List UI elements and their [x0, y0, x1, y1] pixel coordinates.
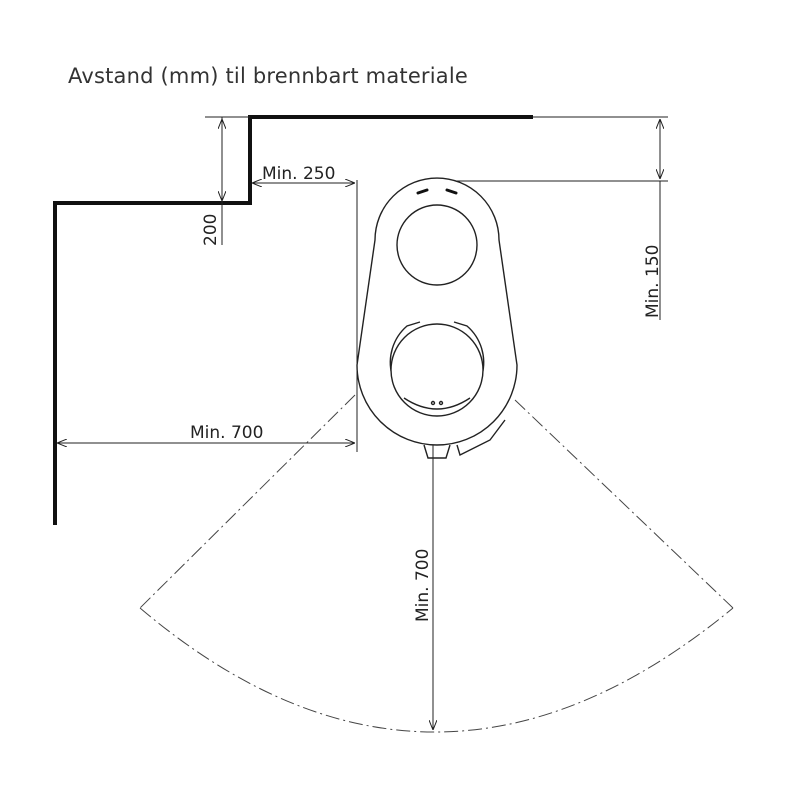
dimension-min-250-label: Min. 250: [262, 164, 335, 184]
radiation-sector: [139, 394, 734, 733]
dimension-min-250: [252, 180, 358, 452]
combustible-wall: [53, 115, 533, 525]
dimension-min-700-side-label: Min. 700: [190, 423, 263, 443]
dimension-200-label: 200: [201, 214, 221, 246]
diagram-title: Avstand (mm) til brennbart materiale: [68, 64, 469, 88]
dimension-min-150-label: Min. 150: [643, 245, 663, 318]
dimension-200: [205, 116, 250, 245]
stove-top-view: [356, 177, 518, 459]
dimension-min-150: [445, 116, 668, 320]
dimension-min-700-front-label: Min. 700: [413, 549, 433, 622]
vent-slots: [416, 188, 458, 195]
